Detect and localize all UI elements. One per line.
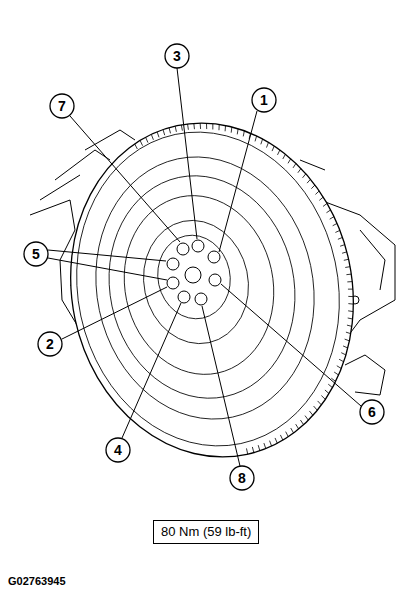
gear-tooth [347,281,352,282]
gear-tooth [151,134,153,139]
callout-number: 5 [32,247,40,261]
figure-code: G02763945 [8,576,66,587]
gear-tooth [342,252,347,253]
gear-tooth [278,150,280,155]
gear-tooth [335,230,339,232]
gear-tooth [169,128,171,134]
gear-tooth [344,259,349,260]
callout-number: 6 [368,405,376,419]
gear-tooth [163,130,165,136]
gear-tooth [200,123,201,129]
gear-tooth [212,124,213,130]
gear-tooth [261,139,263,144]
gear-tooth [348,303,353,304]
leader-lines [48,68,361,466]
gear-tooth [338,237,343,239]
callout-number: 8 [238,471,246,485]
gear-tooth [300,420,303,425]
gear-tooth [337,366,342,369]
gear-tooth [296,424,299,429]
gear-tooth [283,154,286,159]
gear-tooth [266,142,268,147]
gear-tooth [272,146,274,151]
ring-gear-teeth [135,123,354,454]
gear-tooth [288,159,291,164]
gear-tooth [326,210,330,213]
gear-tooth [348,296,353,297]
gear-tooth [298,169,301,173]
gear-tooth [315,191,319,194]
flywheel-bolts [167,240,221,305]
gear-tooth [330,217,334,220]
gear-tooth [346,274,351,276]
gear-tooth [193,123,195,129]
gear-tooth [345,266,350,268]
gear-tooth [318,401,322,405]
gear-tooth [323,203,327,206]
gear-tooth [140,140,143,145]
gear-tooth [334,372,338,375]
gear-tooth [343,346,348,348]
gear-tooth [237,129,239,135]
gear-tooth [157,132,159,138]
gear-tooth [175,126,176,132]
gear-tooth [348,289,353,290]
gear-tooth [181,125,182,131]
gear-tooth [246,448,247,454]
gear-tooth [321,396,325,400]
gear-tooth [345,339,350,341]
callout-number: 1 [260,93,268,107]
gear-tooth [258,445,260,451]
callout-number: 2 [46,337,54,351]
gear-tooth [255,136,257,141]
gear-tooth [218,124,219,130]
gear-tooth [314,406,318,410]
callout-circles [24,44,384,490]
gear-tooth [339,359,344,362]
gear-tooth [333,223,337,225]
gear-tooth [270,441,272,446]
gear-tooth [303,174,306,178]
gear-tooth [275,438,277,443]
gear-tooth [341,353,346,355]
gear-tooth [340,245,345,247]
gear-tooth [347,325,352,326]
gear-tooth [243,131,244,137]
gear-tooth [319,197,323,200]
torque-spec-box: 80 Nm (59 lb-ft) [153,520,259,544]
gear-tooth [328,384,332,387]
flywheel [40,97,384,484]
gear-tooth [293,163,296,167]
gear-tooth [305,416,308,421]
gear-tooth [231,127,233,133]
torque-value: 80 Nm (59 lb-ft) [161,525,251,539]
callout-number: 3 [173,49,181,63]
gear-tooth [291,428,294,433]
gear-tooth [309,411,313,415]
gear-tooth [346,332,351,334]
gear-tooth [307,179,310,183]
callout-number: 4 [114,443,122,457]
gear-tooth [135,144,138,149]
callout-number: 7 [58,99,66,113]
gear-tooth [225,126,226,132]
gear-tooth [286,432,289,437]
gear-tooth [348,318,353,319]
gear-tooth [206,123,207,129]
gear-tooth [252,447,253,453]
gear-tooth [311,185,315,189]
gear-tooth [348,310,353,312]
gear-tooth [187,124,189,130]
gear-tooth [280,435,282,440]
gear-tooth [325,390,329,394]
gear-tooth [264,443,266,449]
gear-tooth [146,137,148,142]
